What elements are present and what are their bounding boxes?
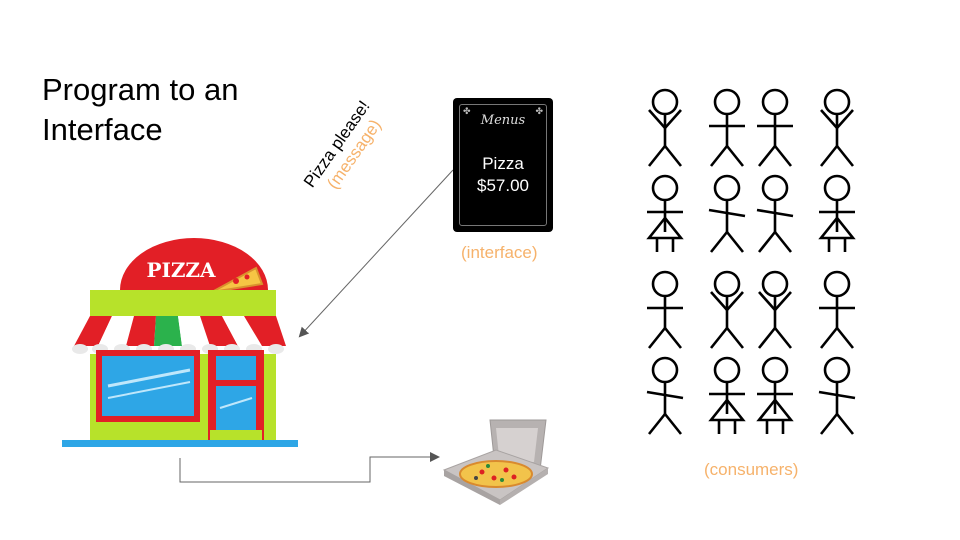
ornament-icon: ✤ bbox=[535, 106, 543, 116]
menu-header: Menus bbox=[480, 113, 526, 128]
menu-board: ✤ ✤ Menus Pizza $57.00 bbox=[453, 98, 553, 232]
consumer-figures bbox=[646, 88, 856, 435]
stick-figure bbox=[647, 88, 683, 167]
menu-item: Pizza $57.00 bbox=[460, 153, 546, 197]
stick-figure bbox=[709, 270, 745, 349]
menu-item-name: Pizza bbox=[482, 154, 524, 173]
stick-figure bbox=[756, 174, 794, 253]
stick-figure bbox=[757, 270, 793, 349]
delivery-arrow bbox=[179, 452, 440, 483]
stick-figure bbox=[647, 270, 683, 349]
stick-figure bbox=[646, 174, 684, 252]
ornament-icon: ✤ bbox=[463, 106, 471, 116]
stick-figure bbox=[708, 356, 746, 434]
menu-item-price: $57.00 bbox=[477, 176, 529, 195]
stick-figure bbox=[756, 356, 794, 434]
consumers-label: (consumers) bbox=[704, 460, 799, 479]
interface-label: (interface) bbox=[461, 243, 538, 262]
stick-figure bbox=[709, 88, 745, 167]
stick-figure bbox=[818, 174, 856, 252]
message-arrow bbox=[298, 169, 454, 338]
shop-sign-text: PIZZA bbox=[146, 258, 216, 282]
shop-awning bbox=[72, 316, 286, 354]
stick-figure bbox=[646, 356, 684, 435]
stick-figure bbox=[819, 88, 855, 167]
title-line-2: Interface bbox=[42, 112, 163, 147]
stick-figure bbox=[818, 356, 856, 435]
stick-figure bbox=[819, 270, 855, 349]
pizza-shop-illustration: PIZZA bbox=[62, 238, 298, 447]
stick-figure bbox=[757, 88, 793, 167]
slide-title: Program to an Interface bbox=[42, 70, 238, 150]
title-line-1: Program to an bbox=[42, 72, 239, 107]
pizza-box-illustration bbox=[442, 419, 550, 505]
stick-figure bbox=[708, 174, 746, 253]
